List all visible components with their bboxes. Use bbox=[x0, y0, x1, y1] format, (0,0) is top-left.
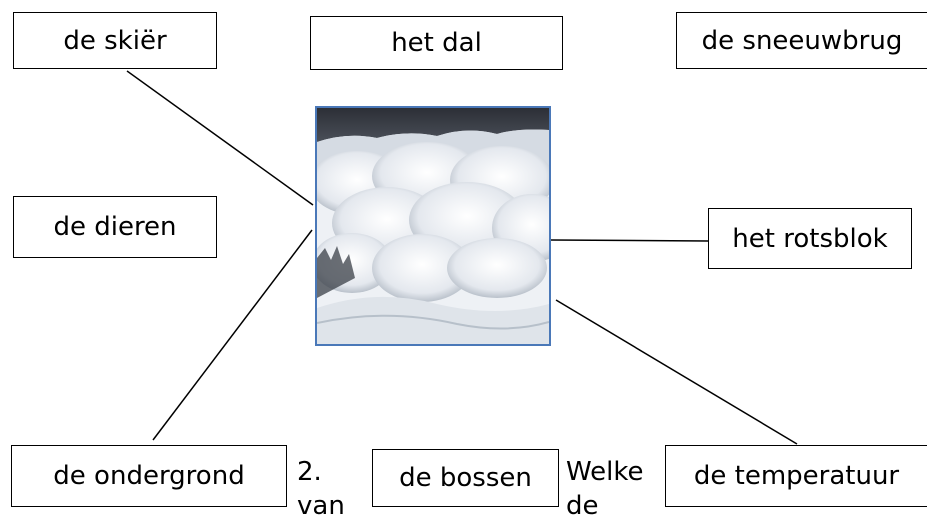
text-fragment-van: van bbox=[297, 491, 345, 521]
label-snowbridge: de sneeuwbrug bbox=[676, 12, 927, 69]
avalanche-illustration bbox=[317, 108, 549, 344]
label-animals: de dieren bbox=[13, 196, 217, 258]
text-fragment-welke: Welke bbox=[566, 457, 644, 487]
connector-skier bbox=[126, 70, 314, 206]
label-valley: het dal bbox=[310, 16, 563, 70]
connector-temperature bbox=[555, 299, 798, 445]
label-forests: de bossen bbox=[372, 449, 559, 507]
label-temperature: de temperatuur bbox=[665, 445, 927, 507]
connector-boulder bbox=[550, 239, 709, 242]
text-fragment-number: 2. bbox=[297, 457, 322, 487]
connector-ground bbox=[152, 229, 313, 441]
label-ground: de ondergrond bbox=[11, 445, 287, 507]
label-skier: de skiër bbox=[13, 12, 217, 69]
label-boulder: het rotsblok bbox=[708, 208, 912, 269]
text-fragment-de: de bbox=[566, 491, 599, 521]
avalanche-photo bbox=[315, 106, 551, 346]
